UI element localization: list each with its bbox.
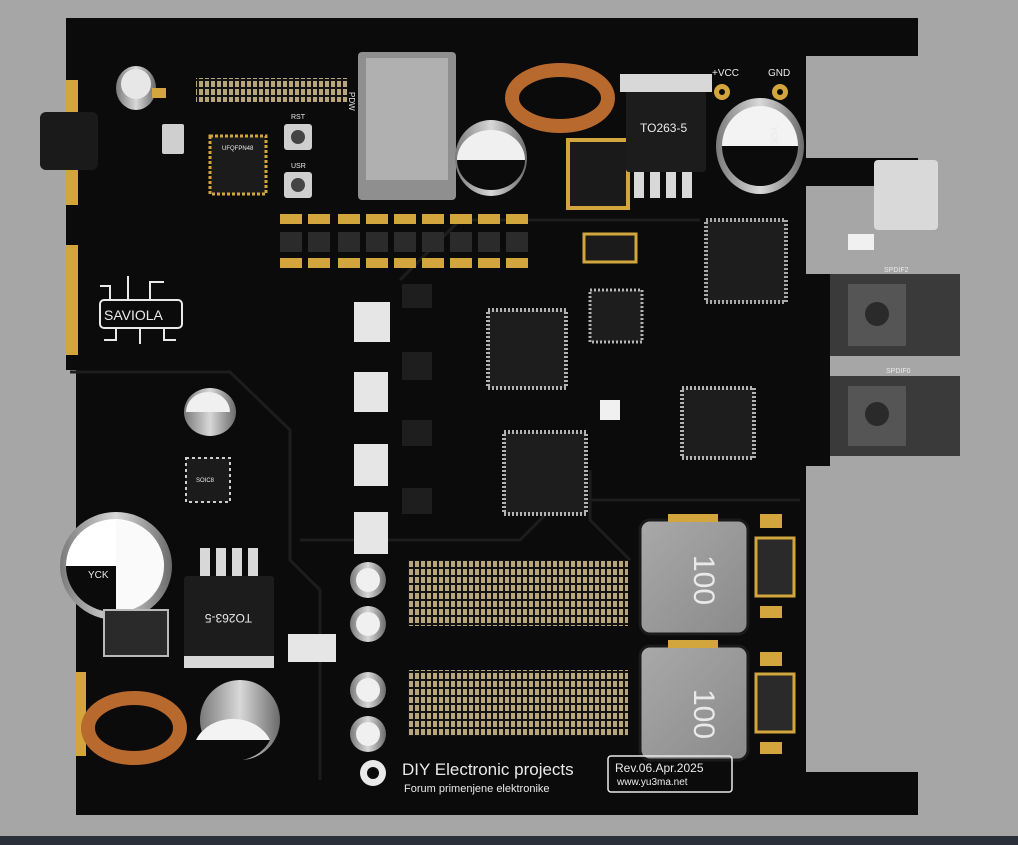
regulator-to263-bottom: TO263-5	[184, 548, 274, 668]
svg-text:+VCC: +VCC	[712, 68, 739, 79]
capacitor-bottom-left	[196, 680, 280, 762]
ic-soic8-left: SOIC8	[185, 457, 231, 503]
capacitor-column-center	[350, 562, 386, 752]
svg-text:PDW: PDW	[347, 92, 356, 111]
vcc-gnd-pads: +VCC GND	[712, 68, 790, 100]
ic-qfp-right	[680, 386, 756, 460]
soic-column	[402, 284, 432, 514]
svg-text:TO263-5: TO263-5	[205, 611, 252, 625]
svg-text:SPDIF2: SPDIF2	[884, 267, 909, 274]
capacitor-yck-top: YCK	[716, 98, 804, 194]
power-inductor-top: 100	[638, 514, 750, 636]
svg-text:100: 100	[687, 555, 720, 605]
revision-text: Rev.06.Apr.2025	[615, 761, 704, 775]
power-inductor-bottom: 100	[638, 640, 750, 762]
diode-center	[582, 232, 638, 264]
spdif-connector-bottom: SPDIF0	[830, 368, 960, 456]
ic-qfp-top-right	[704, 218, 788, 304]
top-left-capacitor	[116, 66, 166, 110]
connector-array-bottom	[408, 670, 628, 736]
svg-text:SOIC8: SOIC8	[196, 478, 215, 484]
svg-text:GND: GND	[768, 68, 790, 79]
spdif-connector-top: SPDIF2	[830, 267, 960, 356]
regulator-to263-top: TO263-5	[620, 74, 712, 198]
capacitor-yck-left: YCK	[60, 512, 172, 620]
ic-qfp-center-bottom	[502, 430, 588, 516]
ir-receiver	[40, 112, 98, 170]
right-side-diodes	[754, 536, 796, 734]
usr-button: USR	[284, 163, 312, 198]
revision-box: Rev.06.Apr.2025 www.yu3ma.net	[607, 755, 733, 793]
toroid-inductor-top	[505, 63, 615, 133]
capacitor-left-small	[184, 388, 236, 436]
svg-text:100: 100	[687, 689, 720, 739]
led-usb	[848, 234, 874, 250]
brand-title: DIY Electronic projects	[402, 760, 574, 779]
ic-qfp-center-small	[588, 288, 644, 344]
diode-left	[103, 609, 169, 657]
white-regulators-column	[354, 302, 390, 554]
brand-block: DIY Electronic projects Forum primenjene…	[360, 760, 574, 795]
svg-text:SAVIOLA: SAVIOLA	[104, 307, 164, 323]
capacitor-top-center	[455, 120, 527, 196]
rst-button: RST	[284, 114, 312, 150]
small-button-left	[162, 124, 184, 154]
svg-text:UFQFPN48: UFQFPN48	[222, 146, 254, 152]
svg-text:USR: USR	[291, 163, 306, 170]
toroid-inductor-bottom	[81, 691, 187, 765]
svg-text:YCK: YCK	[88, 570, 109, 581]
resistor-large	[288, 634, 336, 662]
saviola-logo: SAVIOLA	[99, 276, 183, 344]
svg-text:SPDIF0: SPDIF0	[886, 368, 911, 375]
sot23-row	[280, 232, 528, 252]
ic-qfp-center-left	[486, 308, 568, 390]
pin-header-top	[196, 78, 348, 102]
power-connector: PDW	[347, 52, 456, 200]
diode-top	[566, 138, 630, 210]
smd-passive-rows	[280, 214, 528, 268]
svg-text:RST: RST	[291, 114, 306, 121]
window-bottom-bar	[0, 836, 1018, 845]
website-text: www.yu3ma.net	[616, 777, 688, 788]
right-side-caps	[760, 514, 782, 754]
connector-array-top	[408, 560, 628, 626]
brand-subtitle: Forum primenjene elektronike	[404, 783, 550, 795]
svg-text:TO263-5: TO263-5	[640, 121, 687, 135]
usb-c-connector	[874, 160, 938, 230]
svg-text:YCK: YCK	[769, 126, 779, 145]
mcu-left-ufqfpn: UFQFPN48	[208, 134, 268, 196]
crystal-small	[600, 400, 620, 420]
